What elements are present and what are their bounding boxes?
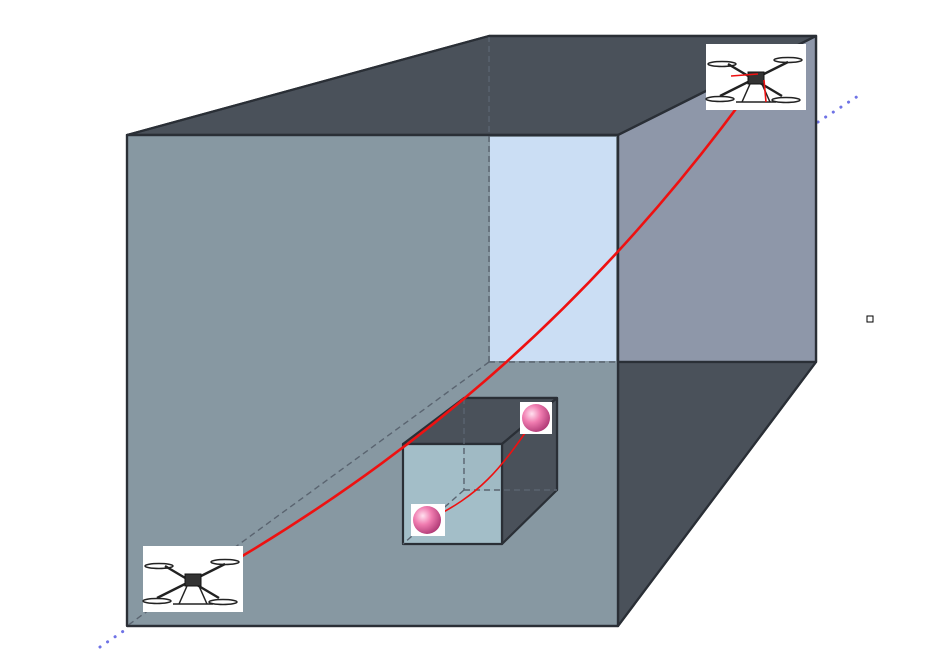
guide-dots-upper [816,94,860,124]
drone-start [142,546,243,612]
sphere-icon [413,506,441,534]
sphere-icon [522,404,550,432]
drone-icon [142,558,240,606]
sphere-start [411,504,445,536]
square-handle-icon[interactable] [866,315,874,323]
drone-end [705,44,806,110]
drone-trajectory [203,76,760,580]
outer-box-window [490,137,616,361]
guide-dots-lower [98,626,130,649]
sphere-end [520,402,552,434]
